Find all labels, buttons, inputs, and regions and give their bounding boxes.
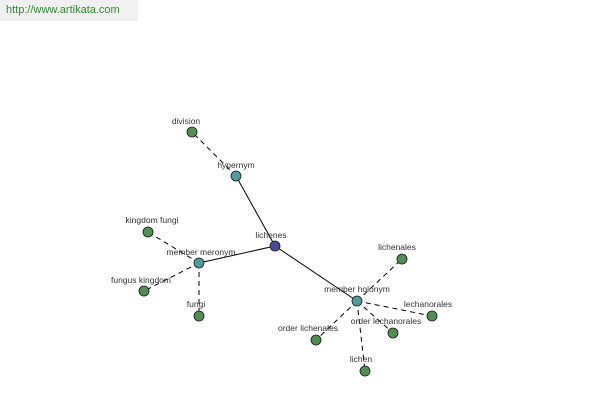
node-label-lichenales[interactable]: lichenales — [378, 242, 416, 252]
node-member-holonym[interactable]: member holonym — [324, 284, 390, 307]
node-label-lechanorales[interactable]: lechanorales — [404, 299, 452, 309]
edge-hypernym-division — [191, 131, 237, 177]
node-label-fungi[interactable]: fungi — [187, 299, 206, 309]
node-order-lecanorales[interactable]: order lechanorales — [351, 316, 421, 339]
node-order-lichenales[interactable]: order lichenales — [278, 323, 338, 346]
node-lichenes[interactable]: lichenes — [255, 230, 287, 252]
node-dot-lechanorales[interactable] — [426, 310, 438, 322]
edge-member-holonym-lechanorales — [356, 300, 433, 317]
graph-nodes: division kingdom fungi fungus kingdom fungi… — [111, 116, 452, 377]
node-fungus-kingdom[interactable]: fungus kingdom — [111, 275, 171, 297]
edge-lichenes-hypernym — [235, 175, 276, 247]
node-dot-hypernym[interactable] — [230, 170, 242, 182]
edge-member-meronym-fungus-kingdom — [143, 262, 200, 292]
node-hypernym[interactable]: hypernym — [217, 160, 255, 182]
node-dot-order-lichenales[interactable] — [310, 334, 322, 346]
site-url-link[interactable]: http://www.artikata.com — [6, 4, 120, 16]
node-dot-kingdom-fungi[interactable] — [142, 226, 154, 238]
node-division[interactable]: division — [172, 116, 201, 138]
node-dot-order-lecanorales[interactable] — [387, 327, 399, 339]
node-dot-member-holonym[interactable] — [351, 295, 363, 307]
node-dot-lichenes[interactable] — [269, 240, 281, 252]
graph-edges — [143, 131, 433, 372]
edge-lichenes-member-holonym — [274, 245, 358, 302]
node-kingdom-fungi[interactable]: kingdom fungi — [126, 215, 179, 238]
node-label-order-lecanorales[interactable]: order lechanorales — [351, 316, 421, 326]
node-dot-member-meronym[interactable] — [193, 257, 205, 269]
url-banner: http://www.artikata.com — [0, 0, 138, 21]
node-label-fungus-kingdom[interactable]: fungus kingdom — [111, 275, 171, 285]
edge-member-holonym-order-lichenales — [315, 300, 358, 341]
node-dot-lichen[interactable] — [359, 365, 371, 377]
node-dot-lichenales[interactable] — [396, 253, 408, 265]
node-dot-fungi[interactable] — [193, 310, 205, 322]
node-member-meronym[interactable]: member meronym — [167, 247, 236, 269]
edge-member-holonym-lichenales — [356, 258, 403, 302]
edge-member-meronym-kingdom-fungi — [147, 231, 200, 264]
node-label-lichen[interactable]: lichen — [350, 354, 372, 364]
edge-lichenes-member-meronym — [198, 245, 276, 264]
node-dot-fungus-kingdom[interactable] — [138, 285, 150, 297]
edge-member-holonym-lichen — [356, 300, 366, 372]
node-lichen[interactable]: lichen — [350, 354, 372, 377]
node-label-order-lichenales[interactable]: order lichenales — [278, 323, 338, 333]
node-label-hypernym[interactable]: hypernym — [217, 160, 254, 170]
node-label-division[interactable]: division — [172, 116, 201, 126]
node-label-member-holonym[interactable]: member holonym — [324, 284, 390, 294]
node-dot-division[interactable] — [186, 126, 198, 138]
node-lichenales[interactable]: lichenales — [378, 242, 416, 265]
edge-member-holonym-order-lecanorales — [356, 300, 394, 334]
node-label-lichenes[interactable]: lichenes — [255, 230, 286, 240]
node-label-kingdom-fungi[interactable]: kingdom fungi — [126, 215, 179, 225]
node-lechanorales[interactable]: lechanorales — [404, 299, 452, 322]
node-fungi[interactable]: fungi — [187, 299, 206, 322]
node-label-member-meronym[interactable]: member meronym — [167, 247, 236, 257]
